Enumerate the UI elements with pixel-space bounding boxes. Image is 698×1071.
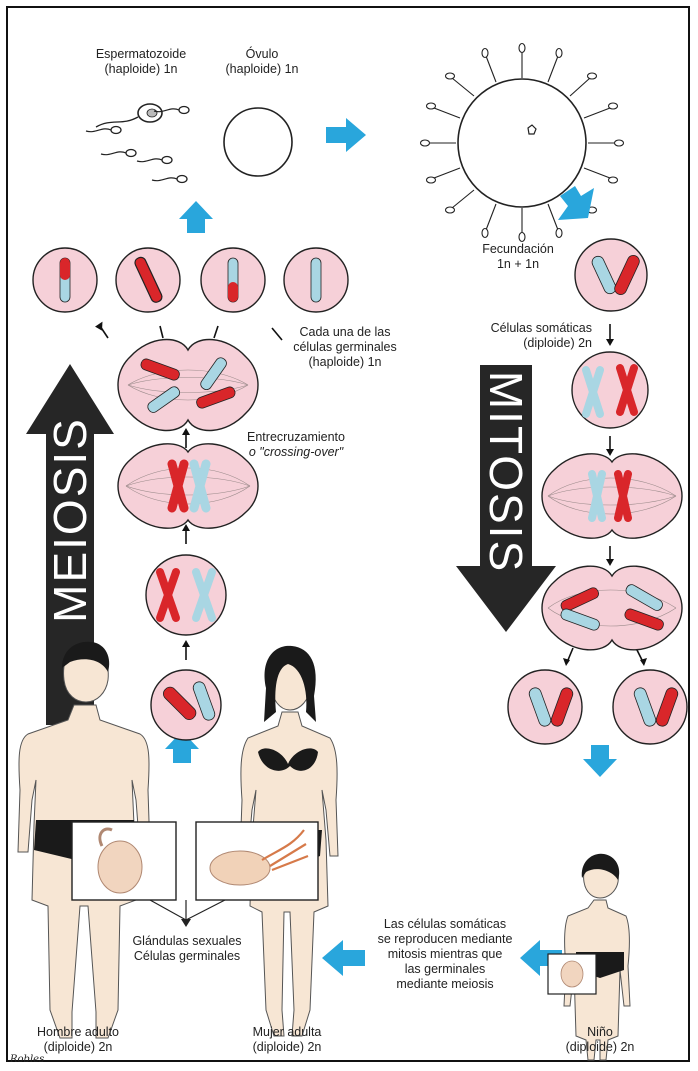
daughter-cell-left	[508, 670, 582, 744]
testis-image-box	[72, 822, 176, 900]
arrow-mitosis-to-child	[583, 745, 617, 777]
somatic-label: Células somáticas(diploide) 2n	[468, 321, 592, 351]
daughter-cell-right	[613, 670, 687, 744]
ovary-image-box	[196, 822, 318, 900]
glands-bracket	[150, 900, 225, 920]
child-testis-box	[548, 954, 596, 994]
meiosis-cell-division	[118, 340, 258, 431]
germ-cell	[151, 670, 221, 740]
somatic-cell-metaphase	[542, 454, 682, 538]
fertilization-label: Fecundación1n + 1n	[468, 242, 568, 272]
sperm-label: Espermatozoide(haploide) 1n	[76, 47, 206, 77]
sperm-cells	[86, 104, 189, 183]
haploid-cell-2	[116, 248, 180, 312]
haploid-cell-4	[284, 248, 348, 312]
crossing-over-label: Entrecruzamientoo "crossing-over"	[226, 430, 366, 460]
meiosis-label: MEIOSIS	[43, 417, 97, 623]
woman-label: Mujer adulta(diploide) 2n	[232, 1025, 342, 1055]
haploid-cells-row	[33, 248, 348, 312]
arrow-text-left	[322, 940, 365, 976]
haploid-cell-3	[201, 248, 265, 312]
somatic-cell-prophase	[572, 352, 648, 428]
ovum-label: Óvulo(haploide) 1n	[212, 47, 312, 77]
man-label: Hombre adulto(diploide) 2n	[18, 1025, 138, 1055]
arrow-meiosis-to-gametes	[179, 201, 213, 233]
arrow-gametes-to-fertilization	[326, 118, 366, 152]
somatic-cell-anaphase	[542, 566, 682, 650]
germinal-label: Cada una de lascélulas germinales(haploi…	[280, 325, 410, 370]
meiosis-cell-pairing	[146, 555, 226, 635]
haploid-cell-1	[33, 248, 97, 312]
ovum-cell	[224, 108, 292, 176]
fertilization-egg	[421, 44, 624, 242]
glands-label: Glándulas sexualesCélulas germinales	[120, 934, 254, 964]
zygote-cell	[575, 239, 647, 311]
mitosis-label: MITOSIS	[479, 371, 533, 573]
child-label: Niño(diploide) 2n	[550, 1025, 650, 1055]
artist-signature: Robles	[10, 1052, 44, 1067]
reproduction-label: Las células somáticasse reproducen media…	[370, 917, 520, 992]
